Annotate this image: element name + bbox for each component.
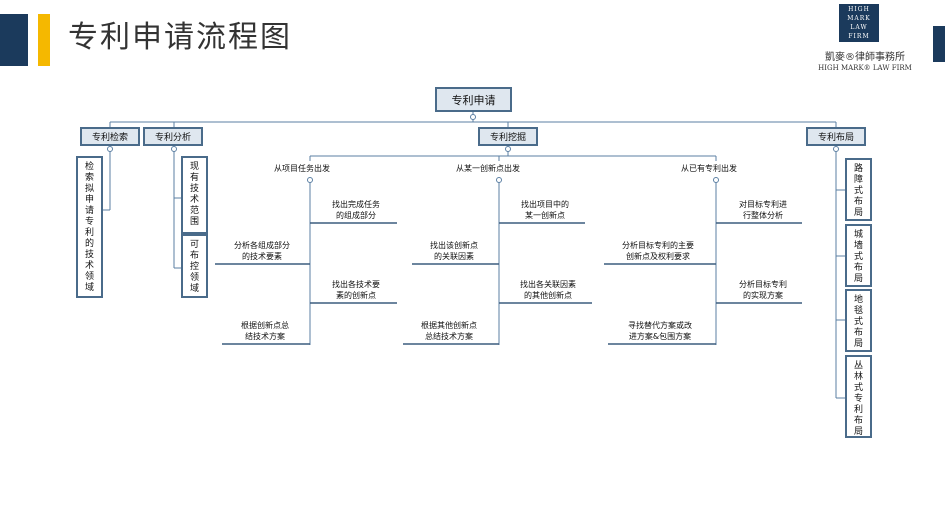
vertical-label: 丛林式专利布局 — [853, 361, 863, 437]
leaf-find-element-innovation: 找出各技术要 素的创新点 — [332, 280, 380, 300]
leaf-find-related-factors: 找出该创新点 的关联因素 — [430, 241, 478, 261]
leaf-implementation-analysis: 分析目标专利 的实现方案 — [739, 280, 787, 300]
header-accent-yellow — [38, 14, 50, 66]
leaf-summarize-by-innovation: 根据创新点总 结技术方案 — [241, 321, 289, 341]
leaf-summarize-other-innovation: 根据其他创新点 总结技术方案 — [421, 321, 477, 341]
vertical-label: 地毯式布局 — [853, 295, 863, 349]
node-layout-wall: 城墙式布局 — [845, 224, 872, 287]
root-node: 专利申请 — [435, 87, 512, 112]
logo-line: HIGH — [848, 6, 870, 13]
source-project-task: 从项目任务出发 — [274, 164, 330, 173]
node-analysis-control-area: 可布控领域 — [181, 234, 208, 298]
node-patent-layout: 专利布局 — [806, 127, 866, 146]
node-analysis-prior-art: 现有技术范围 — [181, 156, 208, 234]
logo-line: LAW — [850, 24, 868, 31]
page-title: 专利申请流程图 — [68, 20, 292, 55]
firm-name-cn: 凱麥®律師事務所 — [825, 52, 905, 63]
node-patent-search: 专利检索 — [80, 127, 140, 146]
node-layout-jungle: 丛林式专利布局 — [845, 355, 872, 438]
leaf-find-factor-innovation: 找出各关联因素 的其他创新点 — [520, 280, 576, 300]
leaf-analyze-components: 分析各组成部分 的技术要素 — [234, 241, 290, 261]
vertical-label: 城墙式布局 — [853, 230, 863, 284]
leaf-analyze-target-claims: 分析目标专利的主要 创新点及权利要求 — [622, 241, 694, 261]
vertical-label: 路障式布局 — [853, 164, 863, 218]
node-patent-analysis: 专利分析 — [143, 127, 203, 146]
node-layout-roadblock: 路障式布局 — [845, 158, 872, 221]
node-layout-carpet: 地毯式布局 — [845, 289, 872, 352]
source-existing-patent: 从已有专利出发 — [681, 164, 737, 173]
vertical-label: 检索拟申请专利的技术领域 — [84, 162, 94, 293]
logo-line: FIRM — [848, 33, 870, 40]
header-accent-right — [933, 26, 945, 62]
vertical-label: 可布控领域 — [189, 240, 199, 294]
node-patent-mining: 专利挖掘 — [478, 127, 538, 146]
firm-name-en: HIGH MARK® LAW FIRM — [818, 64, 912, 72]
node-search-scope: 检索拟申请专利的技术领域 — [76, 156, 103, 298]
source-innovation-point: 从某一创新点出发 — [456, 164, 520, 173]
leaf-overall-analysis: 对目标专利进 行整体分析 — [739, 200, 787, 220]
firm-logo: HIGH MARK LAW FIRM — [839, 4, 879, 42]
leaf-find-task-components: 找出完成任务 的组成部分 — [332, 200, 380, 220]
logo-line: MARK — [847, 15, 871, 22]
leaf-find-project-innovation: 找出项目中的 某一创新点 — [521, 200, 569, 220]
leaf-find-alternatives: 寻找替代方案或改 进方案&包围方案 — [628, 321, 692, 341]
header-accent-navy — [0, 14, 28, 66]
vertical-label: 现有技术范围 — [189, 162, 199, 227]
